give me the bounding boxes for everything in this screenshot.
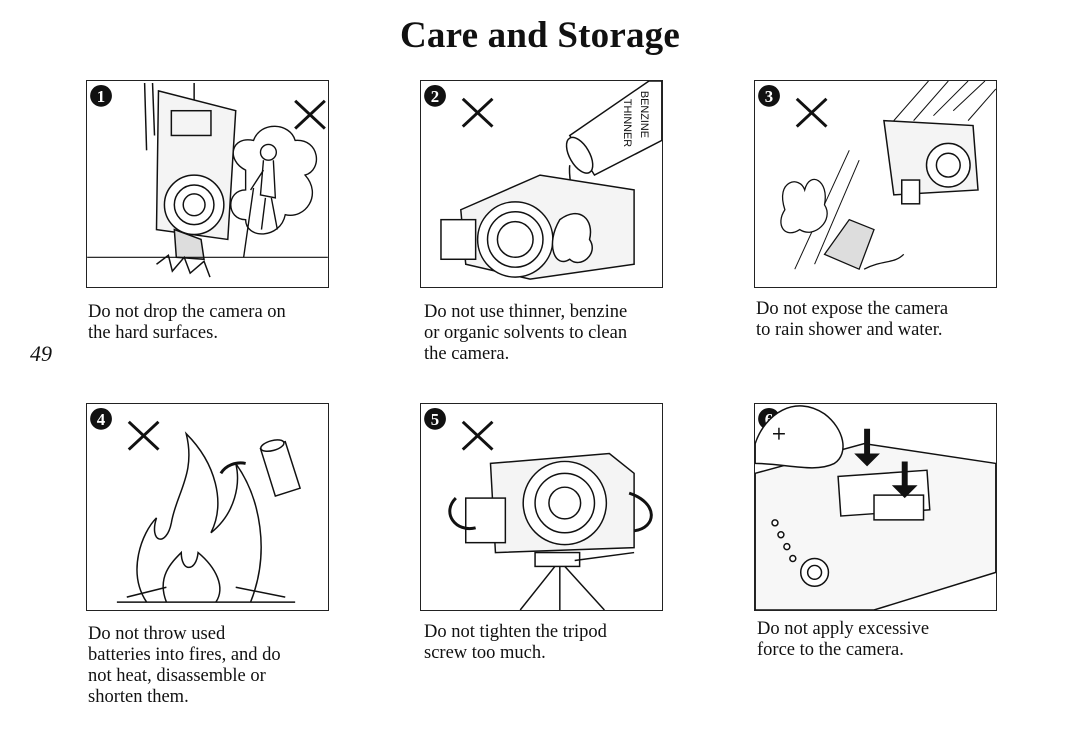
battery-fire-drawing: 4	[90, 407, 302, 603]
caption-rain: Do not expose the camera to rain shower …	[756, 299, 949, 340]
cross-mark-icon	[461, 420, 494, 451]
illustration-excessive-force: 6	[754, 403, 997, 611]
illustration-drop-camera: 1	[86, 80, 329, 288]
throw-arrow-icon	[219, 461, 246, 475]
step-number-badge	[424, 407, 446, 430]
bottle-label-thinner: THINNER	[621, 99, 633, 147]
cross-mark-icon	[795, 97, 828, 128]
camera-icon	[440, 174, 635, 280]
flexed-arm-icon	[755, 405, 844, 469]
falling-camera-icon	[143, 82, 237, 278]
step-number: 5	[431, 410, 439, 429]
person-thought-bubble-icon	[230, 125, 318, 258]
solvent-bottle-icon	[565, 81, 662, 211]
step-number-badge	[758, 84, 780, 107]
camera-top-icon	[755, 442, 996, 610]
press-arrow-icon	[854, 428, 918, 499]
step-number-badge	[90, 407, 112, 430]
caption-battery-fire: Do not throw used batteries into fires, …	[88, 624, 281, 707]
step-number-badge	[424, 84, 446, 107]
rain-drawing: 3	[758, 81, 996, 271]
illustration-solvents: 2 THINNER BENZINE	[420, 80, 663, 288]
caption-drop-camera: Do not drop the camera on the hard surfa…	[88, 302, 286, 343]
page-title: Care and Storage	[400, 15, 680, 56]
cross-mark-icon	[294, 99, 326, 130]
step-number: 1	[97, 87, 105, 106]
cross-mark-icon	[461, 97, 494, 128]
caption-solvents: Do not use thinner, benzine or organic s…	[424, 302, 628, 364]
step-number: 4	[97, 410, 106, 429]
splash-icon	[780, 178, 905, 271]
solvents-drawing: 2 THINNER BENZINE	[424, 81, 662, 280]
drop-camera-drawing: 1	[87, 82, 328, 278]
bottle-label-benzine: BENZINE	[638, 91, 650, 138]
step-number: 2	[431, 87, 439, 106]
camera-on-tripod-icon	[464, 452, 635, 610]
step-number: 3	[765, 87, 773, 106]
camera-in-rain-icon	[883, 119, 979, 205]
twist-arrow-icon	[448, 491, 653, 533]
battery-icon	[259, 439, 302, 498]
illustration-battery-fire: 4	[86, 403, 329, 611]
force-drawing: 6	[755, 405, 996, 610]
page-number: 49	[30, 341, 52, 366]
caption-excessive-force: Do not apply excessive force to the came…	[757, 619, 930, 660]
illustration-rain: 3	[754, 80, 997, 288]
cross-mark-icon	[127, 420, 160, 451]
caption-tripod: Do not tighten the tripod screw too much…	[424, 622, 607, 663]
illustration-tripod: 5	[420, 403, 663, 611]
step-number-badge	[90, 84, 112, 107]
fire-icon	[116, 431, 296, 603]
tripod-drawing: 5	[424, 407, 653, 610]
